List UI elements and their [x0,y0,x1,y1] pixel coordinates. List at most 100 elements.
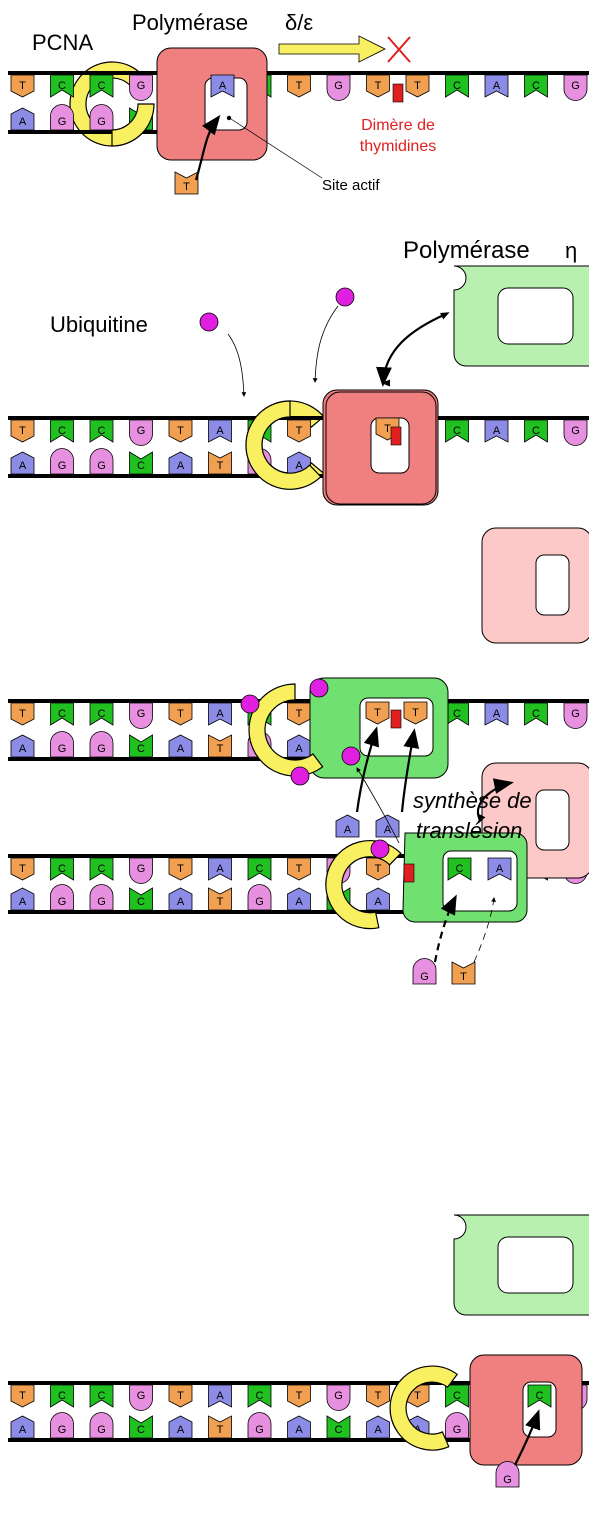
polymerase-delta-faded [481,527,589,644]
active-site-pocket [535,554,570,616]
top-strand-base: T [287,702,311,726]
base-letter: C [58,1390,66,1402]
base-shape [129,1384,153,1411]
base-letter: A [19,743,27,755]
pcna-label: PCNA [32,30,93,55]
arrow [356,767,400,844]
direction-arrow [278,35,386,63]
top-strand-base: C [50,857,74,881]
bottom-strand-base: A [287,887,311,911]
base-letter: A [177,460,185,472]
active-site-label: Site actif [322,177,380,194]
base-shape [563,74,588,101]
bottom-strand-base: A [366,1415,390,1439]
base-letter: G [137,1390,146,1402]
base-letter: G [334,80,343,92]
incoming-nucleotide: A [375,814,400,838]
top-strand-base: T [168,419,193,443]
base-letter: C [532,708,540,720]
bottom-strand-base: A [168,887,193,911]
top-strand-base: T [10,1384,35,1408]
polymerase-delta [469,1354,583,1466]
thymine-dimer [392,83,404,103]
base-letter: G [137,863,146,875]
base-letter: C [335,1424,343,1436]
base-letter: T [177,1390,184,1402]
polymerase-delta [156,47,268,161]
base-letter: T [374,707,381,719]
base-letter: T [217,896,224,908]
polymerase-delta-symbol: δ/ε [285,10,313,35]
base-letter: A [295,896,303,908]
base-letter: C [536,1390,544,1402]
top-strand-base: A [208,1384,232,1408]
incoming-nucleotide: A [335,814,360,838]
base-shape [50,448,74,475]
base-letter: G [58,1424,67,1436]
top-strand-base: T [10,419,35,443]
base-letter: C [532,425,540,437]
base-letter: G [137,425,146,437]
pocket-base: C [527,1384,552,1408]
top-strand-base: G [129,419,153,446]
bottom-strand-base: A [366,887,390,911]
base-letter: C [137,896,145,908]
base-letter: A [374,1424,382,1436]
top-strand-base: A [208,857,232,881]
incoming-nucleotide: T [174,171,199,195]
base-letter: G [571,80,580,92]
top-strand-base: C [89,1384,114,1408]
base-shape [563,419,588,446]
pcna-body [248,683,324,777]
base-letter: G [58,116,67,128]
top-strand-base: A [208,702,232,726]
polymerase-delta-label: Polymérase [132,10,248,35]
base-letter: C [453,1390,461,1402]
bottom-strand-base: G [89,731,114,758]
ubiquitin-dot [240,694,260,714]
base-letter: A [216,708,224,720]
bottom-strand-base: G [445,1412,469,1439]
base-letter: T [177,425,184,437]
base-letter: G [97,116,106,128]
pcna-ring-front [245,400,322,490]
polymerase-eta [453,1214,589,1316]
top-strand-base: C [445,1384,469,1408]
base-shape [445,1412,469,1439]
base-shape [89,731,114,758]
base-letter: A [216,1390,224,1402]
top-strand-base: T [287,1384,311,1408]
active-site-pocket [535,789,570,851]
top-strand-base: C [445,702,469,726]
ubiquitin-dot [341,746,361,766]
nucleotide-shape [495,1461,520,1488]
bottom-strand-base: G [89,104,114,131]
top-strand-base: T [366,74,390,98]
arrow [376,312,447,387]
base-letter: T [414,80,421,92]
base-letter: T [375,80,382,92]
base-letter: T [19,1390,26,1402]
top-strand-base: C [524,419,548,443]
bottom-strand-base: G [50,731,74,758]
base-letter: C [256,863,264,875]
top-strand-base: G [563,74,588,101]
base-letter: C [256,1390,264,1402]
top-strand-base: C [524,74,548,98]
base-letter: A [177,1424,185,1436]
base-letter: T [177,863,184,875]
top-strand-base: C [89,74,114,98]
base-letter: T [375,1390,382,1402]
base-letter: A [177,743,185,755]
pcna-body [389,1365,459,1451]
base-letter: T [296,708,303,720]
base-letter: C [98,708,106,720]
top-strand-base: A [484,419,509,443]
top-strand-base: T [405,74,430,98]
base-letter: G [58,743,67,755]
base-shape [50,884,74,911]
bottom-strand-base: C [129,451,153,475]
top-strand-base: C [247,1384,272,1408]
base-shape [50,104,74,131]
base-shape [129,857,153,884]
